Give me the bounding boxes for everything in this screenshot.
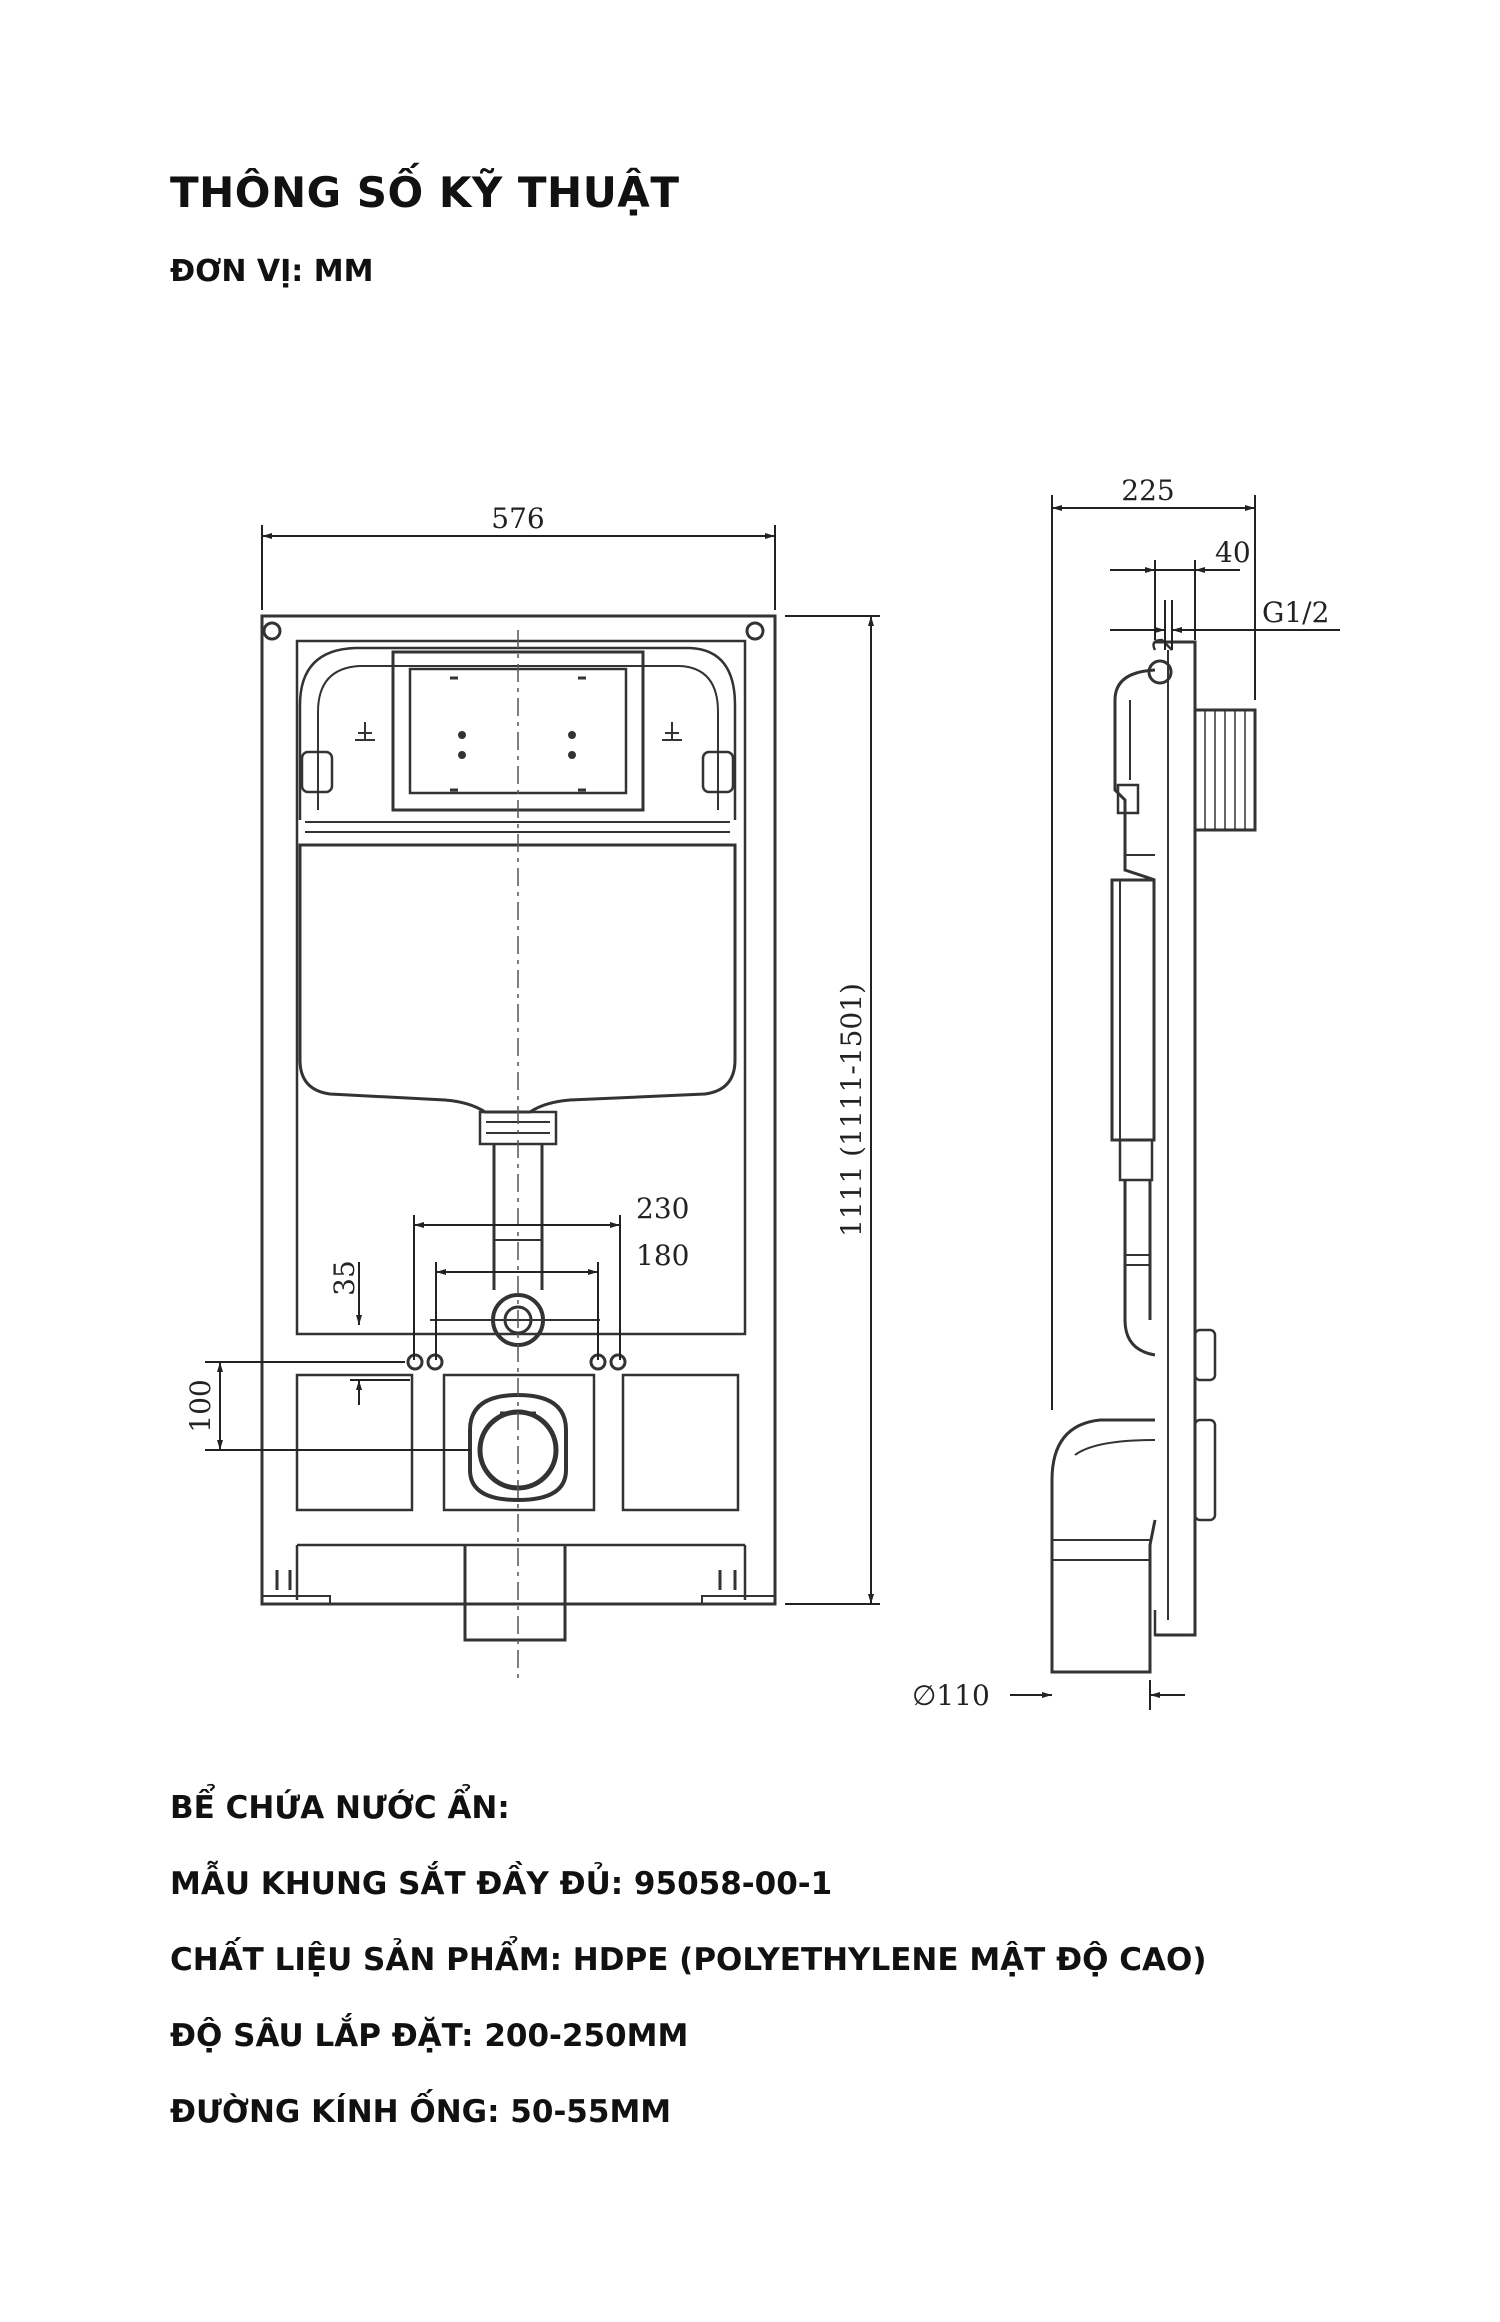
dim-pipe-diameter: ∅110 — [912, 1679, 990, 1712]
spec-line-frame-model: MẪU KHUNG SẮT ĐẦY ĐỦ: 95058-00-1 — [170, 1866, 833, 1902]
drain-outlet — [468, 1392, 568, 1503]
side-frame — [1155, 640, 1197, 1637]
dim-spacing-outer: 230 — [636, 1192, 689, 1225]
frame-outline — [260, 614, 777, 1606]
unit-label: ĐƠN VỊ: MM — [170, 254, 374, 289]
dim-spacing-inner: 180 — [636, 1239, 689, 1272]
tank-top — [298, 646, 737, 820]
drain-pipe-stub — [463, 1545, 567, 1642]
dim-front-height: 1111 (1111-1501) — [835, 983, 868, 1237]
side-dimensions — [1010, 495, 1340, 1710]
dim-offset-large: 100 — [184, 1379, 217, 1432]
dim-front-width: 576 — [491, 502, 544, 535]
outlet-housing — [442, 1373, 596, 1512]
inner-panel — [295, 639, 747, 1336]
mount-hole-left — [262, 621, 282, 641]
spec-line-tank: BỂ CHỨA NƯỚC ẨN: — [170, 1790, 510, 1826]
technical-drawing: 576 1111 (1111-1501) 230 180 35 100 — [184, 474, 1340, 1712]
lower-panel-left — [295, 1373, 414, 1512]
mount-hole-right — [745, 621, 765, 641]
dim-side-depth: 225 — [1121, 474, 1174, 507]
clip-right — [701, 750, 735, 794]
clip-left — [300, 750, 334, 794]
dim-offset-small: 35 — [328, 1260, 361, 1296]
side-cistern — [1110, 878, 1156, 1142]
flush-pipe — [492, 1144, 544, 1290]
front-dimensions — [205, 525, 880, 1605]
spec-line-install-depth: ĐỘ SÂU LẮP ĐẶT: 200-250MM — [170, 2018, 689, 2054]
side-view — [1050, 638, 1257, 1674]
spec-line-pipe-diameter: ĐƯỜNG KÍNH ỐNG: 50-55MM — [170, 2094, 672, 2130]
dim-side-offset: 40 — [1215, 536, 1251, 569]
side-tank — [1113, 668, 1156, 882]
lower-panel-right — [621, 1373, 740, 1512]
dim-thread: G1/2 — [1262, 596, 1329, 629]
side-drain-elbow — [1050, 1418, 1157, 1674]
spec-line-material: CHẤT LIỆU SẢN PHẨM: HDPE (POLYETHYLENE M… — [170, 1942, 1207, 1978]
page-title: THÔNG SỐ KỸ THUẬT — [170, 168, 680, 217]
side-flush-pipe — [1123, 1180, 1156, 1357]
